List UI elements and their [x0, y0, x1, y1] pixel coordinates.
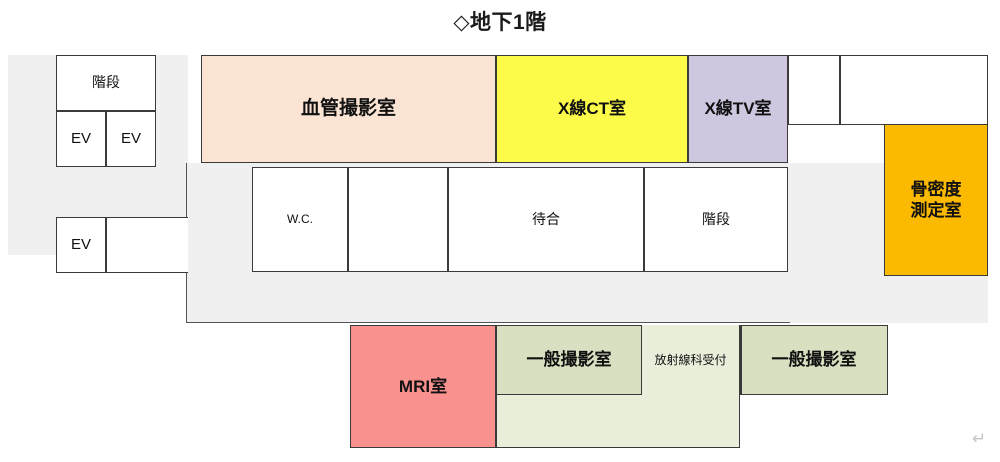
- room-label: EV: [70, 129, 91, 147]
- room-general-radiography-right[interactable]: 一般撮影室: [740, 325, 888, 395]
- room-label: 一般撮影室: [526, 350, 612, 370]
- room-label: 階段: [702, 210, 730, 227]
- room-label: EV: [120, 129, 141, 147]
- corridor-bottom-right: [790, 275, 988, 323]
- room-label: EV: [70, 235, 91, 253]
- room-blank-lower-left[interactable]: [106, 217, 188, 273]
- room-angiography[interactable]: 血管撮影室: [201, 55, 496, 163]
- room-label: X線CT室: [558, 99, 626, 119]
- room-label: X線TV室: [704, 99, 772, 119]
- room-label-line1: 骨密度: [910, 179, 962, 199]
- page-title: ◇地下1階: [453, 11, 547, 34]
- room-label-line2: 測定室: [910, 201, 962, 220]
- room-label: MRI室: [398, 376, 448, 396]
- room-stairs-top-left[interactable]: 階段: [56, 55, 156, 111]
- room-label: 血管撮影室: [300, 98, 396, 120]
- wall-reception-divider: [740, 325, 742, 395]
- room-label: 待合: [532, 210, 560, 227]
- room-label: 放射線科受付: [654, 352, 727, 367]
- return-icon: ↵: [972, 429, 987, 448]
- room-label: W.C.: [287, 212, 313, 226]
- room-stairs-middle[interactable]: 階段: [644, 167, 788, 272]
- room-blank-middle[interactable]: [348, 167, 448, 272]
- room-wc[interactable]: W.C.: [252, 167, 348, 272]
- room-ev-left-a[interactable]: EV: [56, 111, 106, 167]
- room-mri[interactable]: MRI室: [350, 325, 496, 448]
- room-ev-left-b[interactable]: EV: [106, 111, 156, 167]
- room-blank-top-right-b[interactable]: [840, 55, 988, 125]
- room-label: 階段: [92, 74, 120, 91]
- room-general-radiography-left[interactable]: 一般撮影室: [496, 325, 642, 395]
- room-bone-density[interactable]: 骨密度 測定室: [884, 124, 988, 276]
- room-waiting[interactable]: 待合: [448, 167, 644, 272]
- room-ev-lower-left[interactable]: EV: [56, 217, 106, 273]
- room-xray-ct[interactable]: X線CT室: [496, 55, 688, 163]
- room-label: 一般撮影室: [771, 350, 857, 370]
- room-radiology-reception[interactable]: 放射線科受付: [642, 325, 740, 395]
- room-blank-top-right-a[interactable]: [788, 55, 840, 125]
- room-xray-tv[interactable]: X線TV室: [688, 55, 788, 163]
